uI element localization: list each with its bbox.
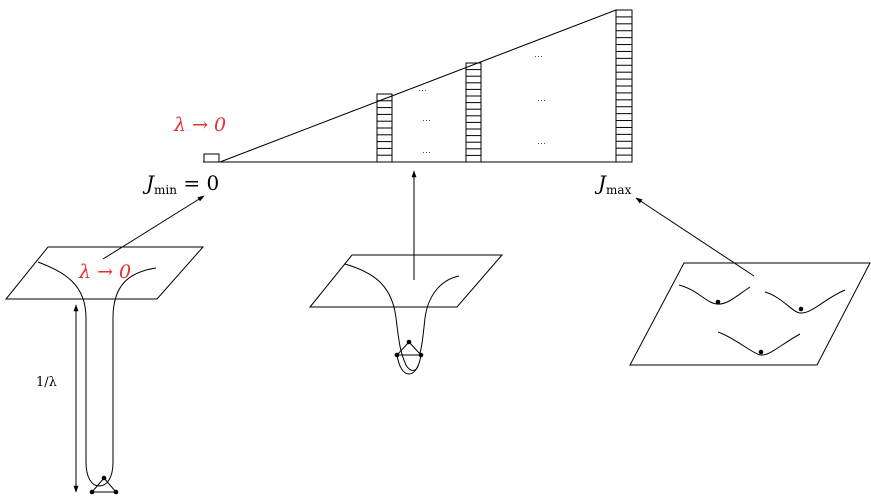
arrow-to-jmin [103,196,204,259]
right-well-1 [679,285,750,304]
jmax-label: Jmax [594,171,632,197]
jmax-label-sub: max [606,183,632,197]
arrow-to-jmax [636,198,754,276]
ellipsis-2: ⋯ [422,116,432,126]
jmin-label-rest: = 0 [177,171,219,195]
right-well-1-point [716,300,721,305]
left-lambda-label: λ → 0 [78,261,131,283]
ellipsis-6: ⋯ [537,139,547,149]
right-well-2 [765,290,845,313]
right-well-2-point [799,307,804,312]
middle-parallelogram [310,255,502,307]
right-well-3-point [759,350,764,355]
middle-vertex-top [407,340,412,345]
left-vertex-top [102,476,107,481]
ellipsis-3: ⋯ [422,148,432,158]
ellipsis-5: ⋯ [537,96,547,106]
depth-label: 1/λ [36,375,57,390]
jmin-label: Jmin = 0 [142,171,219,197]
jmin-small-box [204,154,219,162]
jmin-label-sub: min [154,183,177,197]
lambda-limit-label: λ → 0 [173,114,226,136]
box-column-3 [616,10,632,162]
box-column-1 [377,94,392,162]
right-sheet-diagram [630,198,870,365]
left-vertex-left [90,490,95,495]
left-throat-left-wall [38,262,99,486]
box-column-outline [466,63,481,162]
middle-throat-left-wall [345,264,418,370]
left-throat-right-wall [99,268,156,486]
middle-throat-bottom [397,355,421,374]
middle-vertex-right [419,353,424,358]
ellipsis-1: ⋯ [418,86,428,96]
left-vertex-right [114,490,119,495]
middle-vertex-left [395,353,400,358]
triangle-diagram: ⋯ ⋯ ⋯ ⋯ ⋯ ⋯ λ → 0 Jmin = 0 Jmax [142,10,632,197]
box-column-2 [466,63,481,162]
left-sheet-diagram: 1/λ λ → 0 [6,196,204,494]
middle-throat-right-wall [419,276,459,356]
middle-sheet-diagram [310,171,502,374]
ellipsis-4: ⋯ [534,52,544,62]
